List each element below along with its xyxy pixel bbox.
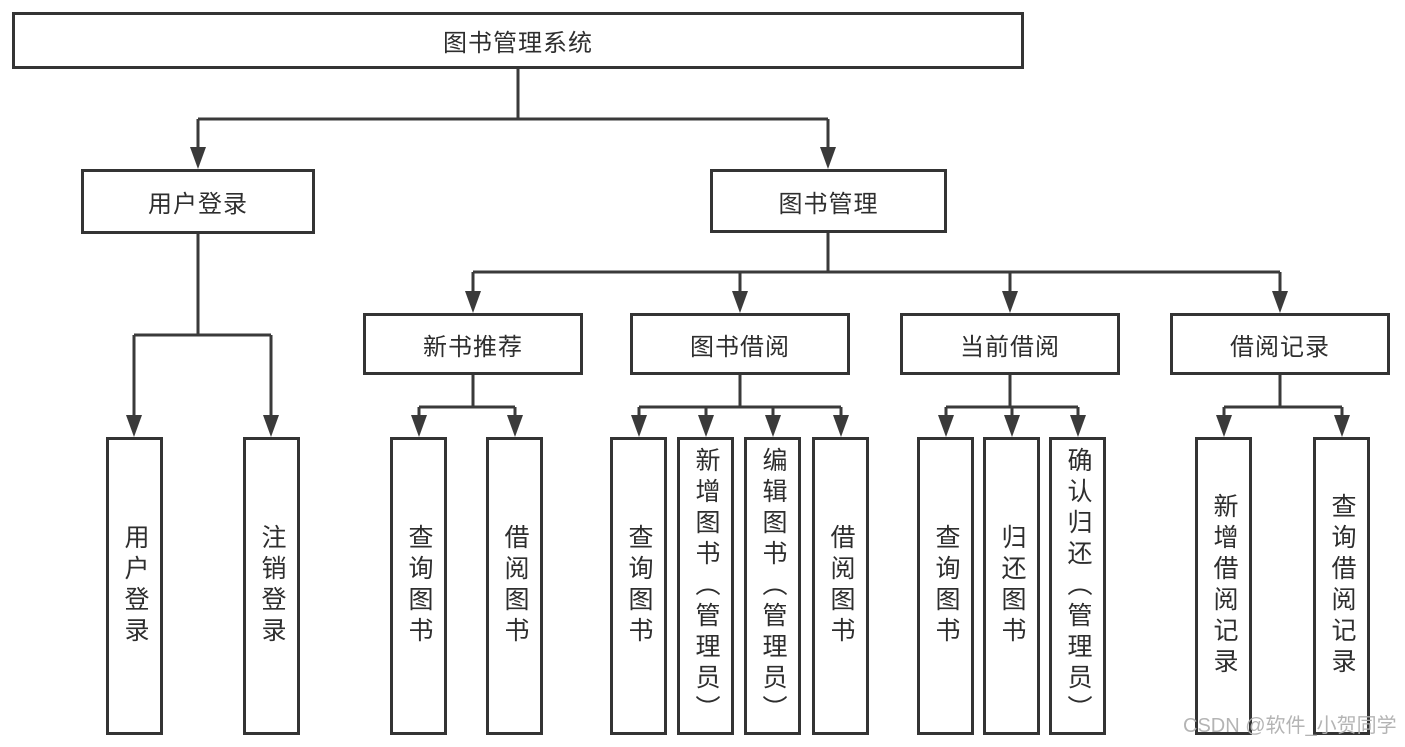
node-borrow-records: 借阅记录: [1170, 313, 1390, 375]
leaf-add-book-admin: 新增图书（管理员）: [677, 437, 734, 735]
connector-borrowrecords-to-leaves: [1216, 375, 1350, 437]
leaf-borrow-books-rec: 借阅图书: [486, 437, 543, 735]
node-new-book-recommend: 新书推荐: [363, 313, 583, 375]
node-book-borrow: 图书借阅: [630, 313, 850, 375]
leaf-query-books-borrow: 查询图书: [610, 437, 667, 735]
connector-currentborrow-to-leaves: [938, 375, 1086, 437]
leaf-add-borrow-record: 新增借阅记录: [1195, 437, 1252, 735]
leaf-confirm-return-admin: 确认归还（管理员）: [1049, 437, 1106, 735]
leaf-borrow-books: 借阅图书: [812, 437, 869, 735]
leaf-user-login: 用户登录: [106, 437, 163, 735]
leaf-query-borrow-record: 查询借阅记录: [1313, 437, 1370, 735]
leaf-logout: 注销登录: [243, 437, 300, 735]
node-root: 图书管理系统: [12, 12, 1024, 69]
leaf-query-books-current: 查询图书: [917, 437, 974, 735]
connector-bookborrow-to-leaves: [631, 375, 849, 437]
node-user-login-branch: 用户登录: [81, 169, 315, 234]
leaf-query-books-rec: 查询图书: [390, 437, 447, 735]
node-current-borrow: 当前借阅: [900, 313, 1120, 375]
connector-newbookrec-to-leaves: [411, 375, 523, 437]
leaf-return-book: 归还图书: [983, 437, 1040, 735]
connector-userlogin-to-leaves: [126, 234, 279, 437]
connector-bookmgmt-to-level3: [465, 233, 1288, 313]
watermark: CSDN @软件_小贺同学: [1183, 715, 1397, 737]
leaf-edit-book-admin: 编辑图书（管理员）: [744, 437, 801, 735]
node-book-management: 图书管理: [710, 169, 947, 233]
connector-root-to-level2: [190, 69, 836, 169]
